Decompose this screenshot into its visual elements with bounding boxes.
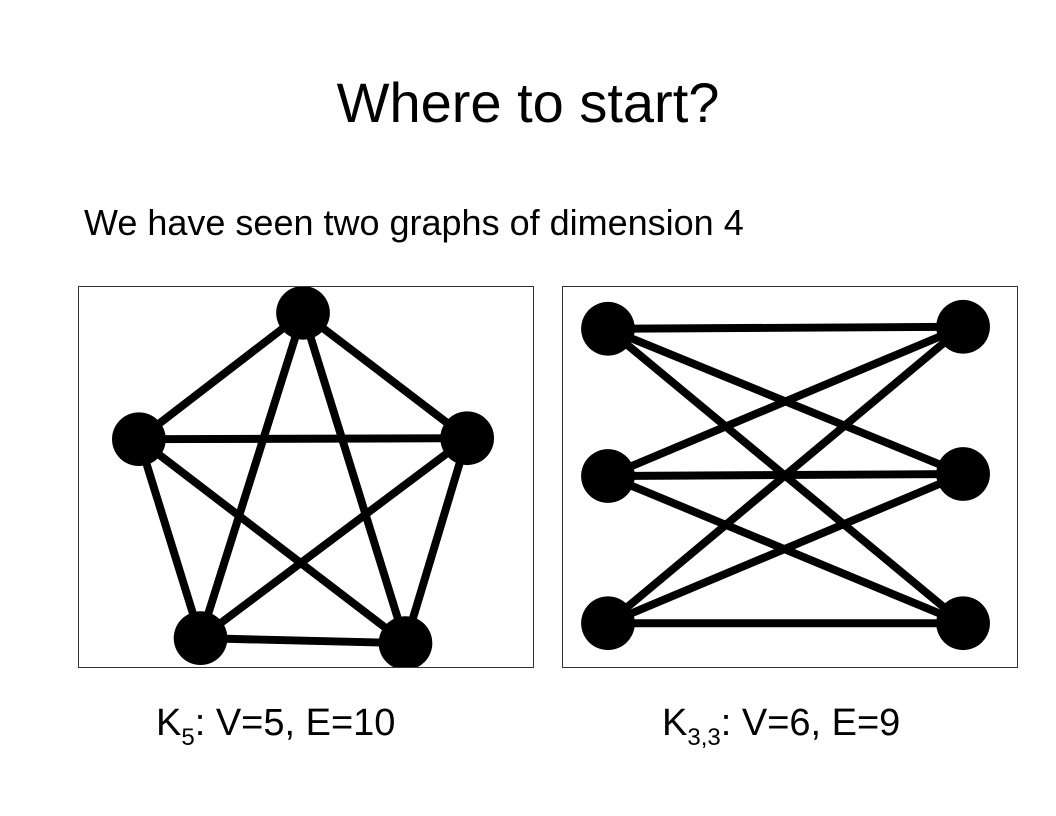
k5-edge-0-4 <box>299 308 410 648</box>
k5-edge-1-2 <box>134 434 472 444</box>
k5-edge-1-3 <box>134 435 205 643</box>
k5-vertex-2 <box>440 411 495 466</box>
k33-vertex-1 <box>581 449 635 503</box>
k5-edge-1-4 <box>134 435 410 648</box>
k33-caption-stats: : V=6, E=9 <box>720 702 901 744</box>
k5-graph-panel <box>78 286 534 668</box>
k5-graph-diagram <box>112 287 495 667</box>
k5-vertex-3 <box>173 611 228 666</box>
k5-edge-3-4 <box>196 634 410 648</box>
k33-caption-base: K <box>662 702 688 744</box>
k5-edges <box>134 308 472 648</box>
k33-edge-2-3 <box>603 322 968 628</box>
k33-caption-subscript: 3,3 <box>687 724 721 751</box>
k33-graph-diagram <box>581 299 990 651</box>
k33-vertex-3 <box>936 299 990 354</box>
k5-edge-2-4 <box>401 434 472 648</box>
k33-vertex-2 <box>581 596 635 651</box>
k5-vertex-1 <box>112 412 166 467</box>
k33-edge-1-3 <box>603 322 968 480</box>
k33-vertex-0 <box>581 301 635 356</box>
k5-caption: K5: V=5, E=10 <box>156 698 395 753</box>
k33-edge-2-4 <box>603 470 968 628</box>
k5-caption-subscript: 5 <box>181 724 195 751</box>
k5-edge-2-3 <box>196 434 472 643</box>
k33-vertex-4 <box>936 447 990 501</box>
k5-edge-0-2 <box>299 308 472 443</box>
k33-edge-0-3 <box>603 322 968 333</box>
k33-vertex-5 <box>936 596 990 651</box>
k33-edges <box>603 322 968 628</box>
slide-subtitle: We have seen two graphs of dimension 4 <box>84 202 744 243</box>
slide-title: Where to start? <box>336 71 720 134</box>
k33-vertices <box>581 299 990 651</box>
k33-caption: K3,3: V=6, E=9 <box>662 698 900 753</box>
k5-caption-stats: : V=5, E=10 <box>194 702 396 744</box>
k33-graph-panel <box>562 286 1018 668</box>
k5-vertex-0 <box>276 287 330 340</box>
k5-caption-base: K <box>156 702 182 744</box>
k5-edge-0-3 <box>196 308 307 643</box>
k5-vertices <box>112 287 495 667</box>
k5-edge-0-1 <box>134 308 307 444</box>
k5-vertex-4 <box>378 616 433 667</box>
